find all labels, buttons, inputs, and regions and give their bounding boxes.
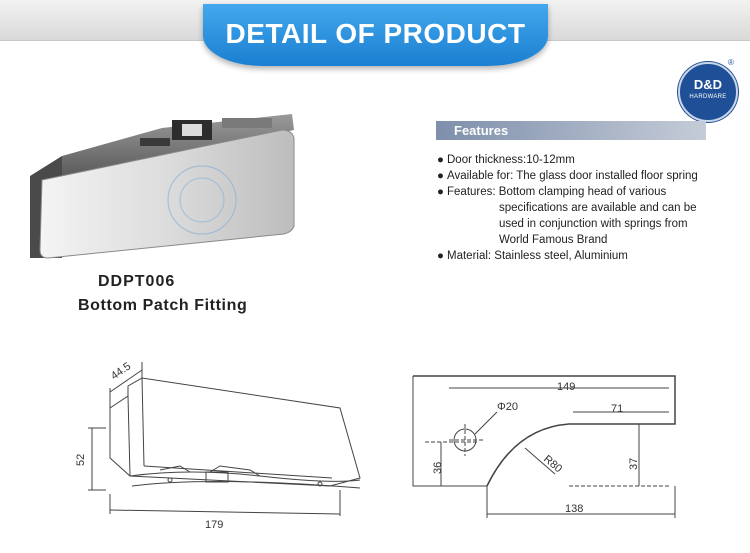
feature-continuation: used in conjunction with springs from — [499, 218, 688, 230]
dim-179: 179 — [205, 519, 223, 531]
bullet-icon: ● — [437, 250, 444, 262]
dim-37: 37 — [628, 458, 640, 470]
feature-text: Material: Stainless steel, Aluminium — [447, 250, 628, 262]
brand-logo: D&D HARDWARE — [678, 62, 738, 122]
feature-text: Features: Bottom clamping head of variou… — [447, 186, 667, 198]
feature-item: ● Features: Bottom clamping head of vari… — [437, 184, 737, 200]
dim-36: 36 — [432, 462, 444, 474]
feature-text: Door thickness:10-12mm — [447, 154, 575, 166]
banner: DETAIL OF PRODUCT — [203, 4, 548, 66]
watermark-seal — [167, 165, 237, 235]
feature-item: ● Available for: The glass door installe… — [437, 168, 737, 184]
features-list: ● Door thickness:10-12mm ● Available for… — [437, 152, 737, 264]
dim-71: 71 — [611, 403, 623, 415]
logo-subtext: HARDWARE — [689, 94, 727, 100]
drawing-top-view: 149 Φ20 71 36 R80 37 138 — [412, 375, 676, 518]
drawing-side-view: 44.5 52 179 — [75, 360, 361, 531]
feature-text: Available for: The glass door installed … — [447, 170, 698, 182]
feature-item: ● Material: Stainless steel, Aluminium — [437, 248, 737, 264]
bullet-icon: ● — [437, 154, 444, 166]
dim-phi-20: Φ20 — [497, 401, 518, 413]
feature-item: ● Door thickness:10-12mm — [437, 152, 737, 168]
features-header: Features — [436, 121, 706, 140]
feature-continuation: World Famous Brand — [499, 234, 608, 246]
bullet-icon: ● — [437, 186, 444, 198]
product-code: DDPT006 — [98, 273, 176, 290]
dim-52: 52 — [75, 454, 87, 466]
banner-title: DETAIL OF PRODUCT — [225, 18, 526, 49]
bullet-icon: ● — [437, 170, 444, 182]
dim-149: 149 — [557, 381, 575, 393]
registered-mark: ® — [728, 58, 734, 67]
dim-44-5: 44.5 — [109, 360, 133, 382]
dim-r80: R80 — [541, 453, 564, 475]
features-title: Features — [454, 123, 509, 138]
product-name: Bottom Patch Fitting — [78, 297, 248, 314]
logo-text: D&D — [693, 77, 723, 92]
product-photo — [30, 114, 295, 259]
feature-continuation: specifications are available and can be — [499, 202, 697, 214]
dim-138: 138 — [565, 503, 583, 515]
